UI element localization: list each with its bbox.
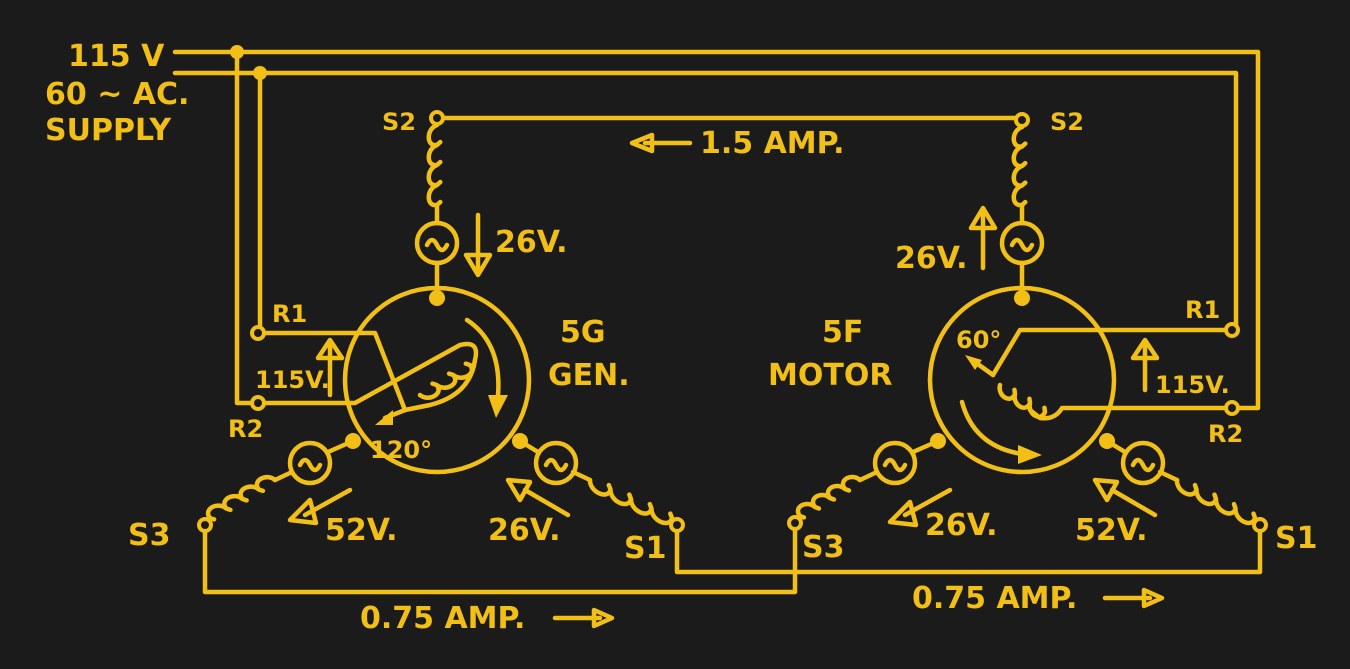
junction-dots	[230, 45, 1115, 449]
motor-src-s1	[1157, 469, 1180, 483]
motor-rotor-pointer-head	[965, 355, 982, 370]
motor-type: MOTOR	[768, 358, 892, 393]
gen-rotor-voltage: 115V.	[255, 366, 330, 394]
gen-s3-label: S3	[128, 518, 170, 553]
motor-s3-source-icon	[872, 440, 918, 486]
motor-rotor-angle: 60°	[956, 326, 1001, 354]
motor-r2-label: R2	[1208, 420, 1243, 448]
supply-voltage-label: 115 V	[68, 39, 165, 74]
gen-s3-terminal	[197, 517, 213, 533]
gen-src-s1	[570, 469, 593, 483]
left-current-arrow-icon	[552, 607, 615, 629]
motor-s2-voltage-arrow-icon	[968, 205, 998, 271]
left-line-current: 0.75 AMP.	[360, 601, 525, 636]
s2-current-arrow-icon	[629, 132, 693, 154]
motor-s1-terminal	[1252, 517, 1268, 533]
sine-sources	[287, 220, 1166, 486]
gen-s1-source-icon	[533, 440, 579, 486]
gen-src-s3	[272, 469, 295, 483]
motor-src-s3	[857, 469, 880, 483]
motor-s2-voltage: 26V.	[895, 241, 968, 276]
gen-s1-to-motor-s1	[674, 529, 1263, 575]
s2-current-label: 1.5 AMP.	[700, 126, 845, 161]
generator-stator	[342, 285, 532, 475]
gen-s1-coil	[587, 477, 675, 526]
right-line-current: 0.75 AMP.	[912, 581, 1077, 616]
motor-s2-coil	[1011, 124, 1028, 208]
gen-s3-coil	[206, 474, 278, 522]
motor-r2-terminal	[1224, 400, 1240, 416]
motor-s3-voltage: 26V.	[925, 508, 998, 543]
gen-type: GEN.	[548, 358, 630, 393]
motor-rotor-r2	[1027, 405, 1231, 421]
supply-frequency-label: 60 ~ AC.	[45, 77, 189, 112]
motor-s3-to-gen-s3	[202, 527, 798, 595]
gen-rotor-r2	[259, 341, 479, 413]
gen-s2-label: S2	[382, 108, 416, 136]
gen-r2-terminal	[250, 395, 266, 411]
gen-s2-voltage: 26V.	[495, 225, 568, 260]
gen-s3-voltage-arrow-icon	[287, 487, 353, 526]
motor-s3-terminal	[787, 515, 803, 531]
motor-s1-coil	[1174, 477, 1258, 526]
labels: 115 V 60 ~ AC. SUPPLY S2 S2 1.5 AMP. 26V…	[45, 39, 1317, 636]
motor-s3-coil	[795, 474, 863, 520]
motor-r1-terminal	[1224, 322, 1240, 338]
supply-line-2	[172, 70, 1239, 329]
motor-rotor-r1	[990, 327, 1231, 378]
right-current-arrow-icon	[1102, 587, 1165, 609]
windings	[206, 122, 1258, 526]
gen-rotation-arrow	[464, 317, 501, 408]
gen-rotor-voltage-arrow-icon	[315, 337, 345, 398]
gen-r2-label: R2	[228, 415, 263, 443]
gen-s2-terminal	[429, 110, 445, 126]
motor-r1-label: R1	[1185, 296, 1220, 324]
motor-rotor-coil	[997, 382, 1048, 419]
gen-s1-terminal	[669, 517, 685, 533]
motor-s3-voltage-arrow-icon	[887, 487, 953, 528]
gen-rotor-angle: 120°	[370, 436, 432, 464]
motor-s1-voltage-arrow-icon	[1092, 477, 1158, 518]
gen-rotor-r1	[259, 330, 408, 413]
terminals	[197, 110, 1268, 533]
gen-s1-voltage-arrow-icon	[505, 477, 571, 518]
supply-label: SUPPLY	[45, 113, 172, 148]
motor-name: 5F	[822, 315, 863, 350]
motor-rotor-voltage-arrow-icon	[1130, 337, 1160, 393]
motor-rotation-arrowhead	[1018, 445, 1042, 464]
gen-s1-label: S1	[624, 531, 666, 566]
supply-line-1	[172, 49, 1261, 411]
motor-s2-label: S2	[1050, 108, 1084, 136]
gen-s3-source-icon	[287, 440, 333, 486]
gen-name: 5G	[560, 315, 606, 350]
gen-rotor-pointer-head	[375, 410, 393, 425]
gen-rotor-coil	[417, 361, 474, 400]
gen-rotation-arrowhead	[488, 395, 508, 418]
motor-rotor-voltage: 115V.	[1155, 371, 1230, 399]
motor-s2-source-icon	[999, 220, 1045, 266]
gen-s2-coil	[426, 122, 443, 208]
motor-s3-label: S3	[802, 530, 844, 565]
motor-s1-source-icon	[1120, 440, 1166, 486]
gen-s2-voltage-arrow-icon	[463, 212, 493, 278]
gen-r1-label: R1	[272, 300, 307, 328]
gen-s1-voltage: 26V.	[488, 513, 561, 548]
gen-s3-voltage: 52V.	[325, 513, 398, 548]
motor-s1-voltage: 52V.	[1075, 513, 1148, 548]
gen-s2-source-icon	[414, 220, 460, 266]
gen-r1-terminal	[250, 325, 266, 341]
gen-r2-lead	[234, 49, 257, 406]
voltage-arrows	[287, 132, 1165, 629]
motor-s1-label: S1	[1275, 521, 1317, 556]
motor-stator	[927, 285, 1117, 475]
motor-s2-terminal	[1014, 112, 1030, 128]
